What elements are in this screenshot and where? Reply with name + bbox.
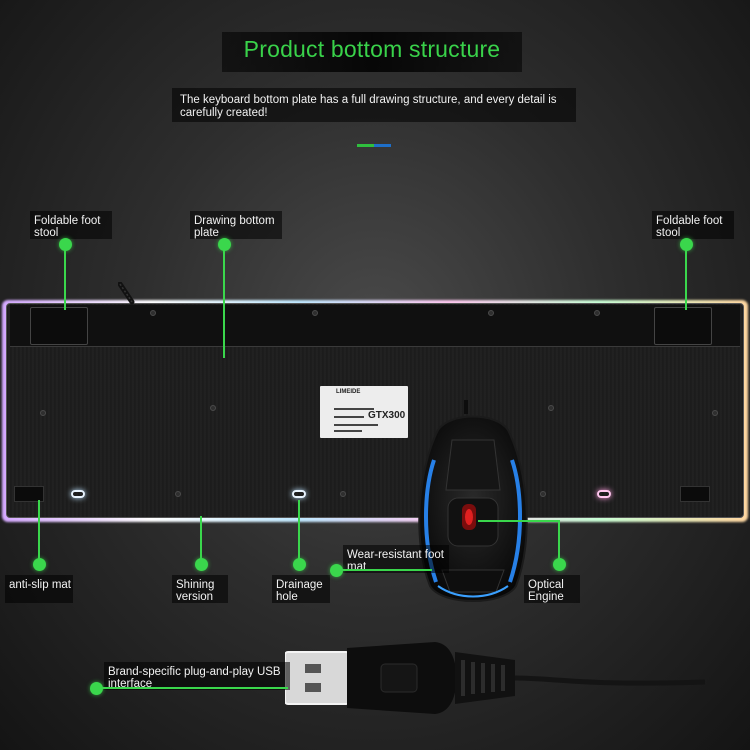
keyboard-top-rail [10,305,740,347]
screw [540,491,546,497]
callout-line [102,687,288,689]
callout-optical: Optical Engine [528,579,564,603]
callout-dot [293,558,306,571]
callout-bg [272,575,330,603]
callout-dot [553,558,566,571]
callout-bg [652,211,734,239]
divider-green [357,144,374,147]
screw [594,310,600,316]
callout-line [223,246,225,358]
subtitle-background [172,88,576,122]
screw [488,310,494,316]
screw [312,310,318,316]
drainage-hole [597,490,611,498]
sticker-brand: LIMEIDE [336,389,361,395]
screw [150,310,156,316]
title-background [222,32,522,72]
callout-dot [680,238,693,251]
callout-dot [218,238,231,251]
callout-bg [172,575,228,603]
screw [210,405,216,411]
usb-plug-image [285,642,705,714]
callout-bg [343,545,449,573]
screw [40,410,46,416]
callout-bg [30,211,112,239]
product-sticker [320,386,408,438]
callout-line [478,520,560,522]
mouse-image [418,400,528,602]
callout-dot [195,558,208,571]
sticker-model: GTX300 [368,410,406,421]
callout-dot [90,682,103,695]
callout-foldable-left: Foldable foot stool [34,215,101,239]
callout-dot [59,238,72,251]
screw [340,491,346,497]
screw [175,491,181,497]
callout-line [298,500,300,560]
page-title: Product bottom structure [243,36,501,62]
screw [548,405,554,411]
callout-line [558,520,560,560]
callout-dot [330,564,343,577]
callout-shining: Shining version [176,579,215,603]
foldable-foot-left [30,307,88,345]
callout-line [38,500,40,560]
callout-bg [104,662,290,690]
anti-slip-pad [14,486,44,502]
callout-line [342,569,432,571]
callout-anti-slip: anti-slip mat [9,579,71,591]
drainage-hole [71,490,85,498]
callout-bg [5,575,73,603]
callout-line [64,246,66,310]
foldable-foot-right [654,307,712,345]
anti-slip-pad [680,486,710,502]
callout-drawing-plate: Drawing bottom plate [194,215,275,239]
callout-drainage: Drainage hole [276,579,323,603]
page-subtitle: The keyboard bottom plate has a full dra… [180,94,557,119]
keyboard-cable-stub [118,282,135,305]
divider-blue [374,144,391,147]
callout-dot [33,558,46,571]
callout-line [200,516,202,560]
callout-bg [190,211,282,239]
drainage-hole [292,490,306,498]
callout-bg [524,575,580,603]
screw [712,410,718,416]
callout-foldable-right: Foldable foot stool [656,215,723,239]
callout-line [685,246,687,310]
